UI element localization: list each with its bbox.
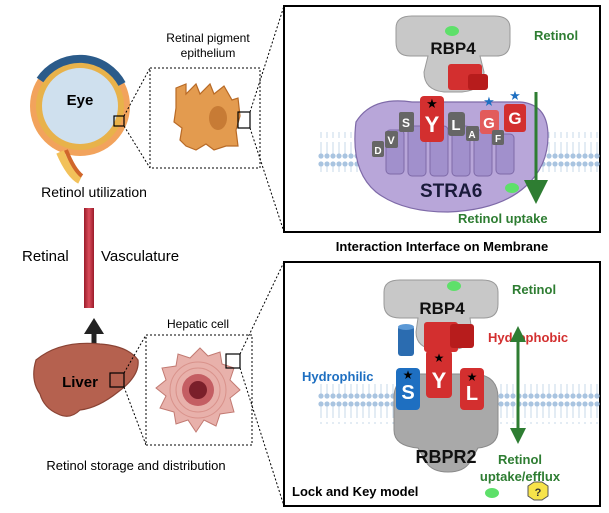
svg-text:G: G (483, 115, 495, 132)
svg-text:Y: Y (432, 368, 447, 393)
bottom-uptake-line2: uptake/efflux (480, 469, 561, 484)
uptake-efflux-arrow (510, 326, 526, 444)
zoom-line (249, 127, 285, 233)
retinol-storage-label: Retinol storage and distribution (46, 458, 225, 473)
residue-y: Y ★ (420, 96, 444, 142)
zoom-line (123, 67, 151, 117)
residue-a: A (466, 126, 479, 141)
retinol-molecule (485, 488, 499, 498)
svg-text:L: L (451, 117, 460, 134)
svg-text:D: D (374, 146, 381, 157)
bottom-panel-caption: Lock and Key model (292, 484, 418, 499)
residue-d: D (372, 141, 384, 157)
svg-text:A: A (468, 130, 475, 141)
bottom-residues: S ★ Y ★ L ★ (396, 350, 484, 410)
residue-g2: G ★ (504, 88, 526, 132)
eye-illustration (30, 54, 130, 184)
star-icon: ★ (426, 96, 438, 111)
rbp4-top-red-block (448, 64, 488, 90)
retinol-molecule (447, 281, 461, 291)
liver-label: Liver (62, 374, 98, 391)
svg-text:G: G (508, 109, 521, 128)
zoom-line (239, 261, 285, 355)
residue-s: S (399, 112, 414, 132)
top-uptake-label: Retinol uptake (458, 211, 548, 226)
star-icon: ★ (434, 351, 445, 365)
liver-illustration (33, 342, 139, 417)
star-icon: ★ (483, 94, 495, 109)
residue-l: L ★ (460, 368, 484, 410)
bottom-uptake-line1: Retinol (498, 452, 542, 467)
residue-s: S ★ (396, 368, 420, 410)
rpe-label-line1: Retinal pigment (166, 31, 250, 45)
star-icon: ★ (467, 370, 478, 384)
hydrophilic-label: Hydrophilic (302, 369, 374, 384)
svg-text:L: L (466, 383, 478, 405)
svg-text:F: F (495, 134, 501, 145)
retinol-molecule (445, 26, 459, 36)
vasculature-right-label: Vasculature (101, 248, 179, 265)
rbp4-hydrophilic-block (398, 324, 414, 356)
svg-text:S: S (401, 382, 414, 404)
star-icon: ★ (509, 88, 521, 103)
zoom-line (249, 5, 285, 113)
hydrophobic-label: Hydrophobic (488, 330, 568, 345)
zoom-line (239, 367, 285, 507)
hepatic-label: Hepatic cell (167, 317, 229, 331)
hepatic-cell (155, 347, 241, 433)
residue-y: Y ★ (426, 350, 452, 398)
svg-text:Y: Y (425, 112, 440, 137)
residue-f: F (492, 130, 504, 145)
star-icon: ★ (403, 368, 414, 382)
svg-text:V: V (387, 135, 395, 147)
svg-text:S: S (402, 116, 410, 130)
zoom-line (123, 334, 147, 374)
top-panel-caption: Interaction Interface on Membrane (336, 239, 548, 254)
residue-g1: G ★ (480, 94, 499, 134)
retinol-utilization-label: Retinol utilization (41, 184, 147, 200)
eye-label: Eye (67, 92, 94, 109)
vasculature-left-label: Retinal (22, 248, 69, 265)
rbpr2-label: RBPR2 (415, 447, 476, 467)
rpe-cell (173, 82, 251, 151)
unknown-hexagon-icon: ? (527, 481, 549, 501)
rbp4-top-label: RBP4 (430, 39, 476, 58)
zoom-line (123, 386, 147, 446)
rbp4-hydrophobic-block (424, 322, 474, 352)
residue-l: L (448, 112, 465, 136)
stra6-label: STRA6 (420, 181, 482, 202)
retinal-vessel (84, 208, 94, 308)
residue-v: V (385, 131, 398, 148)
top-residues: D V S Y ★ L A G ★ F (372, 88, 526, 157)
bottom-retinol-label: Retinol (512, 282, 556, 297)
rbp4-bottom-label: RBP4 (419, 299, 465, 318)
zoom-line (123, 125, 151, 169)
retinol-molecule (505, 183, 519, 193)
top-retinol-label: Retinol (534, 28, 578, 43)
rpe-label-line2: epithelium (181, 46, 236, 60)
svg-text:?: ? (535, 487, 542, 499)
